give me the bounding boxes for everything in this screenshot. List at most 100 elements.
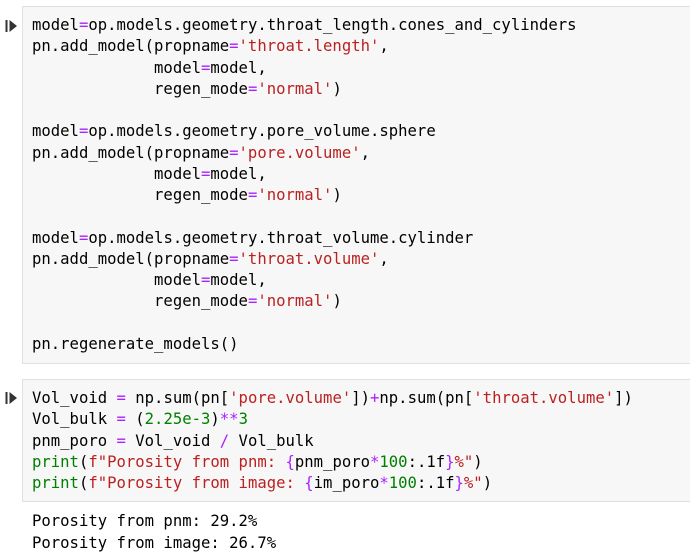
code-token: pn.add_model(propname bbox=[32, 249, 230, 268]
code-line bbox=[32, 313, 690, 334]
code-token: = bbox=[116, 410, 126, 429]
code-token: ( bbox=[125, 410, 145, 429]
code-token: 'throat.length' bbox=[238, 37, 380, 56]
code-token: op.models.geometry.pore_volume.sphere bbox=[88, 122, 436, 141]
code-token: pnm_poro bbox=[32, 431, 117, 450]
code-token: ) bbox=[482, 474, 493, 492]
code-token: = bbox=[78, 122, 89, 141]
code-token: = bbox=[247, 186, 258, 204]
cell-2-output: Porosity from pnm: 29.2% Porosity from i… bbox=[32, 511, 276, 554]
code-token: model, bbox=[210, 271, 267, 289]
code-token: :.1f bbox=[407, 452, 446, 471]
code-token: pnm_poro bbox=[294, 452, 370, 471]
code-token: f"Porosity from image: bbox=[88, 474, 305, 492]
code-token: 3 bbox=[238, 410, 248, 429]
code-token: %" bbox=[463, 474, 483, 492]
run-cell-1-button[interactable] bbox=[5, 19, 18, 33]
code-token: pn.regenerate_models() bbox=[32, 334, 239, 353]
code-token: pn.add_model(propname bbox=[32, 37, 230, 56]
code-token: ) bbox=[473, 452, 483, 471]
code-line: regen_mode='normal') bbox=[32, 291, 690, 312]
code-token: pn.add_model(propname bbox=[32, 143, 230, 162]
code-token: , bbox=[360, 143, 370, 162]
code-line: print(f"Porosity from pnm: {pnm_poro*100… bbox=[32, 452, 690, 473]
code-token: * bbox=[379, 474, 389, 492]
code-line: regen_mode='normal') bbox=[32, 185, 690, 206]
code-token: ) bbox=[332, 186, 342, 204]
code-line: model=model, bbox=[32, 58, 690, 79]
code-token: f"Porosity from pnm: bbox=[88, 452, 286, 471]
code-token: ) bbox=[210, 410, 220, 429]
code-cell-2: Vol_void = np.sum(pn['pore.volume'])+np.… bbox=[0, 379, 690, 502]
code-line: regen_mode='normal') bbox=[32, 79, 690, 100]
code-token: Vol_void bbox=[32, 389, 117, 407]
code-token: = bbox=[247, 292, 258, 311]
code-token: 'throat.volume' bbox=[473, 389, 615, 407]
code-line: Vol_void = np.sum(pn['pore.volume'])+np.… bbox=[32, 388, 690, 409]
code-token: model bbox=[32, 58, 201, 77]
run-cell-icon bbox=[5, 392, 17, 404]
code-token: 'throat.volume' bbox=[238, 249, 380, 268]
code-token: + bbox=[370, 389, 380, 407]
code-token: ) bbox=[332, 79, 342, 98]
code-token: = bbox=[229, 143, 239, 162]
code-token: 100 bbox=[388, 474, 417, 492]
code-token: model bbox=[32, 164, 201, 183]
code-line: print(f"Porosity from image: {im_poro*10… bbox=[32, 473, 690, 494]
code-line: pn.regenerate_models() bbox=[32, 334, 690, 355]
code-token: model, bbox=[210, 58, 267, 77]
code-token: ) bbox=[332, 292, 342, 311]
code-token: 'normal' bbox=[257, 186, 333, 204]
cell-1-editor[interactable]: model=op.models.geometry.throat_length.c… bbox=[22, 6, 690, 364]
code-token: model bbox=[32, 228, 79, 247]
run-cell-icon bbox=[5, 20, 17, 32]
code-line: model=model, bbox=[32, 270, 690, 291]
code-token: 'pore.volume' bbox=[238, 143, 361, 162]
code-token: print bbox=[32, 474, 79, 492]
code-token: = bbox=[247, 79, 258, 98]
code-line: pnm_poro = Vol_void / Vol_bulk bbox=[32, 431, 690, 452]
code-line: model=op.models.geometry.throat_volume.c… bbox=[32, 228, 690, 249]
code-line: model=model, bbox=[32, 164, 690, 185]
code-line bbox=[32, 100, 690, 121]
code-token: 'normal' bbox=[257, 292, 333, 311]
code-token: = bbox=[201, 164, 211, 183]
code-token: , bbox=[379, 249, 389, 268]
code-token: op.models.geometry.throat_volume.cylinde… bbox=[88, 228, 474, 247]
code-token: regen_mode bbox=[32, 186, 248, 204]
run-cell-2-button[interactable] bbox=[5, 391, 18, 405]
code-token: im_poro bbox=[313, 474, 380, 492]
code-token: = bbox=[201, 271, 211, 289]
code-token: = bbox=[229, 249, 239, 268]
code-token: 2.25e-3 bbox=[144, 410, 211, 429]
code-token: model bbox=[32, 16, 79, 34]
code-token: 'normal' bbox=[257, 79, 333, 98]
code-token: * bbox=[370, 452, 380, 471]
code-token: model, bbox=[210, 164, 267, 183]
code-token: np.sum(pn[ bbox=[379, 389, 474, 407]
code-line: model=op.models.geometry.throat_length.c… bbox=[32, 15, 690, 36]
code-token: = bbox=[229, 37, 239, 56]
code-token: ( bbox=[78, 452, 89, 471]
code-line: pn.add_model(propname='throat.volume', bbox=[32, 249, 690, 270]
code-token: { bbox=[304, 474, 314, 492]
code-token: :.1f bbox=[416, 474, 455, 492]
code-token: %" bbox=[454, 452, 474, 471]
code-token: ( bbox=[78, 474, 89, 492]
code-token: } bbox=[454, 474, 464, 492]
code-token: ]) bbox=[614, 389, 633, 407]
code-token: op.models.geometry.throat_length.cones_a… bbox=[88, 16, 577, 34]
code-token: = bbox=[116, 389, 126, 407]
code-line: pn.add_model(propname='pore.volume', bbox=[32, 143, 690, 164]
code-token: regen_mode bbox=[32, 292, 248, 311]
code-token: model bbox=[32, 122, 79, 141]
code-token: { bbox=[285, 452, 295, 471]
code-token: regen_mode bbox=[32, 79, 248, 98]
code-line bbox=[32, 206, 690, 227]
code-cell-1: model=op.models.geometry.throat_length.c… bbox=[0, 6, 690, 364]
code-token: } bbox=[445, 452, 455, 471]
code-token: Vol_void bbox=[125, 431, 220, 450]
output-line: Porosity from image: 26.7% bbox=[32, 533, 277, 552]
code-line: model=op.models.geometry.pore_volume.sph… bbox=[32, 121, 690, 142]
cell-2-editor[interactable]: Vol_void = np.sum(pn['pore.volume'])+np.… bbox=[22, 379, 690, 502]
